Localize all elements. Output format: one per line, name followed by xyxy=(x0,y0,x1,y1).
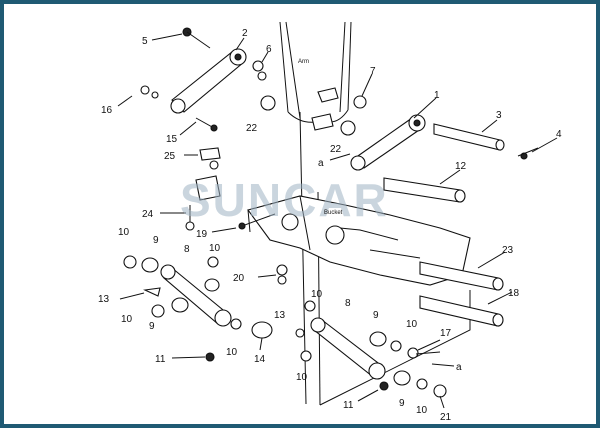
part-label-13-left: 13 xyxy=(98,294,110,305)
part-label-24: 24 xyxy=(142,209,154,220)
part-label-8-right: 8 xyxy=(345,298,351,309)
part-label-22-upper: 22 xyxy=(246,123,258,134)
part-label-18: 18 xyxy=(508,288,520,299)
part-label-11-left: 11 xyxy=(155,354,166,365)
annotation-bucket: Bucket xyxy=(324,210,343,216)
part-label-17: 17 xyxy=(440,328,452,339)
part-labels: 5 2 6 7 1 3 4 16 22 22 15 25 12 24 19 10… xyxy=(98,28,562,423)
watermark-text: SUNCAR xyxy=(180,174,389,226)
reference-a-lower: a xyxy=(456,362,462,373)
part-label-10-f: 10 xyxy=(226,347,238,358)
part-label-10-b: 10 xyxy=(209,243,221,254)
part-label-19: 19 xyxy=(196,229,208,240)
part-label-9-d: 9 xyxy=(399,398,405,409)
part-label-1: 1 xyxy=(434,90,440,101)
part-label-10-g: 10 xyxy=(296,372,308,383)
part-label-9-a: 9 xyxy=(153,235,159,246)
part-label-9-c: 9 xyxy=(373,310,379,321)
part-label-4: 4 xyxy=(556,129,562,140)
part-label-10-c: 10 xyxy=(311,289,323,300)
part-label-6: 6 xyxy=(266,44,272,55)
part-label-2: 2 xyxy=(242,28,248,39)
link-1 xyxy=(350,114,426,171)
pins xyxy=(383,123,505,327)
part-label-10-d: 10 xyxy=(121,314,133,325)
part-label-14: 14 xyxy=(254,354,266,365)
part-label-11-right: 11 xyxy=(343,400,354,411)
part-label-22-lower: 22 xyxy=(330,144,342,155)
part-label-21: 21 xyxy=(440,412,452,423)
part-label-15: 15 xyxy=(166,134,178,145)
link-2 xyxy=(170,48,247,114)
part-label-10-a: 10 xyxy=(118,227,130,238)
hardware-top xyxy=(140,27,539,160)
part-label-13-right: 13 xyxy=(274,310,286,321)
part-label-20: 20 xyxy=(233,273,245,284)
hardware-left xyxy=(185,147,288,285)
part-label-3: 3 xyxy=(496,110,502,121)
part-label-8-left: 8 xyxy=(184,244,190,255)
part-label-10-h: 10 xyxy=(416,405,428,416)
reference-a-upper: a xyxy=(318,158,324,169)
part-label-23: 23 xyxy=(502,245,514,256)
link-8-right xyxy=(295,300,447,398)
leader-lines xyxy=(117,33,558,409)
part-label-7: 7 xyxy=(370,66,376,77)
part-label-9-b: 9 xyxy=(149,321,155,332)
part-label-12: 12 xyxy=(455,161,467,172)
part-label-16: 16 xyxy=(101,105,113,116)
part-label-5: 5 xyxy=(142,36,148,47)
part-label-10-e: 10 xyxy=(406,319,418,330)
annotation-arm: Arm xyxy=(298,59,309,65)
link-8-left xyxy=(123,255,273,362)
part-label-25: 25 xyxy=(164,151,176,162)
